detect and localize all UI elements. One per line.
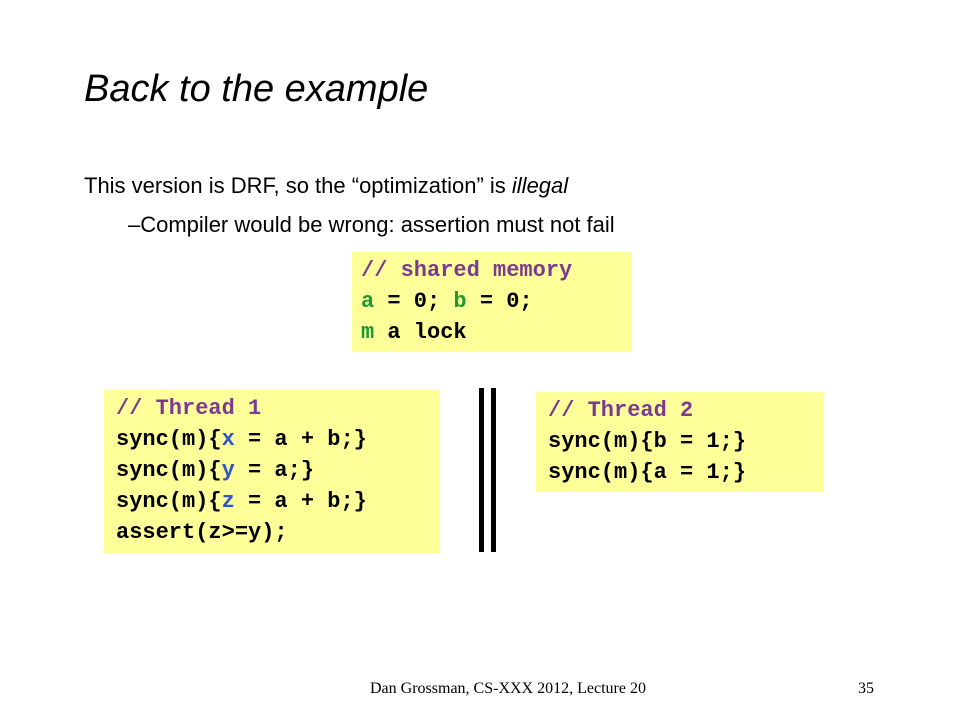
thread1-line2-pre: sync(m){ <box>116 458 222 483</box>
shared-memory-comment: // shared memory <box>361 258 573 283</box>
thread1-code-box: // Thread 1 sync(m){x = a + b;} sync(m){… <box>104 390 440 553</box>
thread1-assert-line: assert(z>=y); <box>116 520 288 545</box>
thread1-var-y: y <box>221 458 235 483</box>
shared-line1-end: = 0; <box>466 289 533 314</box>
thread1-line1-post: = a + b;} <box>234 427 367 452</box>
parallel-bar-left <box>479 388 484 552</box>
thread1-line2-post: = a;} <box>234 458 315 483</box>
shared-line1-mid: = 0; <box>374 289 454 314</box>
thread1-line3-pre: sync(m){ <box>116 489 222 514</box>
subbullet-compiler: –Compiler would be wrong: assertion must… <box>128 212 615 237</box>
thread1-comment: // Thread 1 <box>116 396 262 421</box>
shared-memory-box: // shared memory a = 0; b = 0; m a lock <box>352 252 632 352</box>
page-number: 35 <box>858 680 874 697</box>
thread1-line3-post: = a + b;} <box>234 489 367 514</box>
shared-var-b: b <box>453 289 467 314</box>
slide-title: Back to the example <box>84 68 429 110</box>
bullet-drf: This version is DRF, so the “optimizatio… <box>84 173 568 199</box>
thread1-var-x: x <box>221 427 235 452</box>
thread2-comment: // Thread 2 <box>548 398 694 423</box>
bullet-text: This version is DRF, so the “optimizatio… <box>84 173 512 198</box>
shared-line2-rest: a lock <box>374 320 467 345</box>
shared-var-a: a <box>361 289 375 314</box>
thread2-line1: sync(m){b = 1;} <box>548 429 747 454</box>
parallel-bar-right <box>491 388 496 552</box>
thread1-line1-pre: sync(m){ <box>116 427 222 452</box>
thread2-code-box: // Thread 2 sync(m){b = 1;} sync(m){a = … <box>536 392 824 492</box>
thread2-line2: sync(m){a = 1;} <box>548 460 747 485</box>
footer-credit: Dan Grossman, CS-XXX 2012, Lecture 20 <box>370 680 646 697</box>
thread1-var-z: z <box>221 489 235 514</box>
shared-var-m: m <box>361 320 375 345</box>
bullet-emphasis: illegal <box>511 173 569 198</box>
